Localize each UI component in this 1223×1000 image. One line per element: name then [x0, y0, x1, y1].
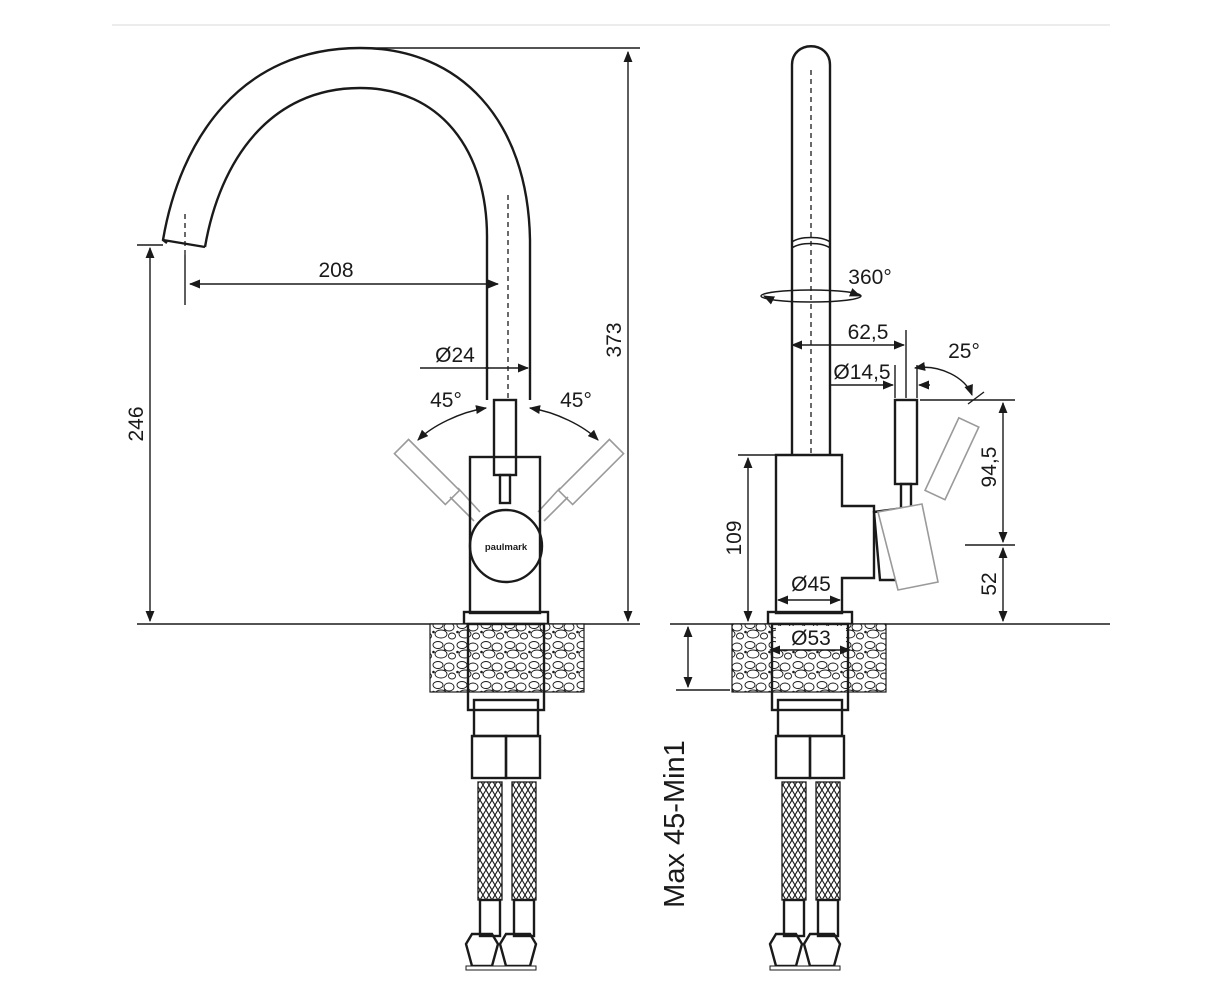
dim-lever-tilt: 25° — [948, 340, 980, 363]
dim-body-height: 109 — [723, 520, 746, 555]
dim-lever-left-angle: 45° — [430, 389, 462, 412]
hose-left — [477, 781, 503, 901]
dim-lever-height: 94,5 — [978, 447, 1001, 488]
countertop-section-left — [429, 623, 585, 693]
dim-rotation: 360° — [848, 266, 891, 289]
dim-body-diameter-side: Ø45 — [791, 573, 831, 596]
lever-ghost-right — [537, 438, 625, 522]
side-lever-ghost — [877, 416, 980, 591]
dim-lever-right-angle: 45° — [560, 389, 592, 412]
spout-gooseneck — [161, 46, 532, 400]
dim-mount-thickness: Max 45-Min1 — [659, 740, 691, 908]
front-view: paulmark 208 246 373 Ø24 45° — [125, 46, 640, 971]
dim-total-height: 373 — [603, 322, 626, 357]
spout-gooseneck-inner — [203, 86, 489, 400]
faucet-body — [468, 455, 542, 615]
logo-disc — [468, 508, 544, 584]
dim-lever-diameter: Ø14,5 — [833, 361, 890, 384]
dim-spout-reach: 208 — [318, 259, 353, 282]
side-lever — [893, 398, 919, 486]
dim-lever-offset: 62,5 — [848, 321, 889, 344]
lever-ghost-left — [393, 438, 481, 522]
dim-spout-height: 246 — [125, 406, 148, 441]
dim-lever-base: 52 — [978, 572, 1001, 595]
dim-body-diameter: Ø24 — [435, 344, 475, 367]
dim-base-diameter: Ø53 — [791, 627, 831, 650]
hose-right — [511, 781, 537, 901]
brand-logo: paulmark — [485, 542, 528, 553]
side-spout — [790, 45, 832, 455]
lever-upright — [492, 398, 518, 477]
side-view: 360° 62,5 Ø14,5 25° 94,5 52 109 Ø45 — [659, 45, 1110, 971]
